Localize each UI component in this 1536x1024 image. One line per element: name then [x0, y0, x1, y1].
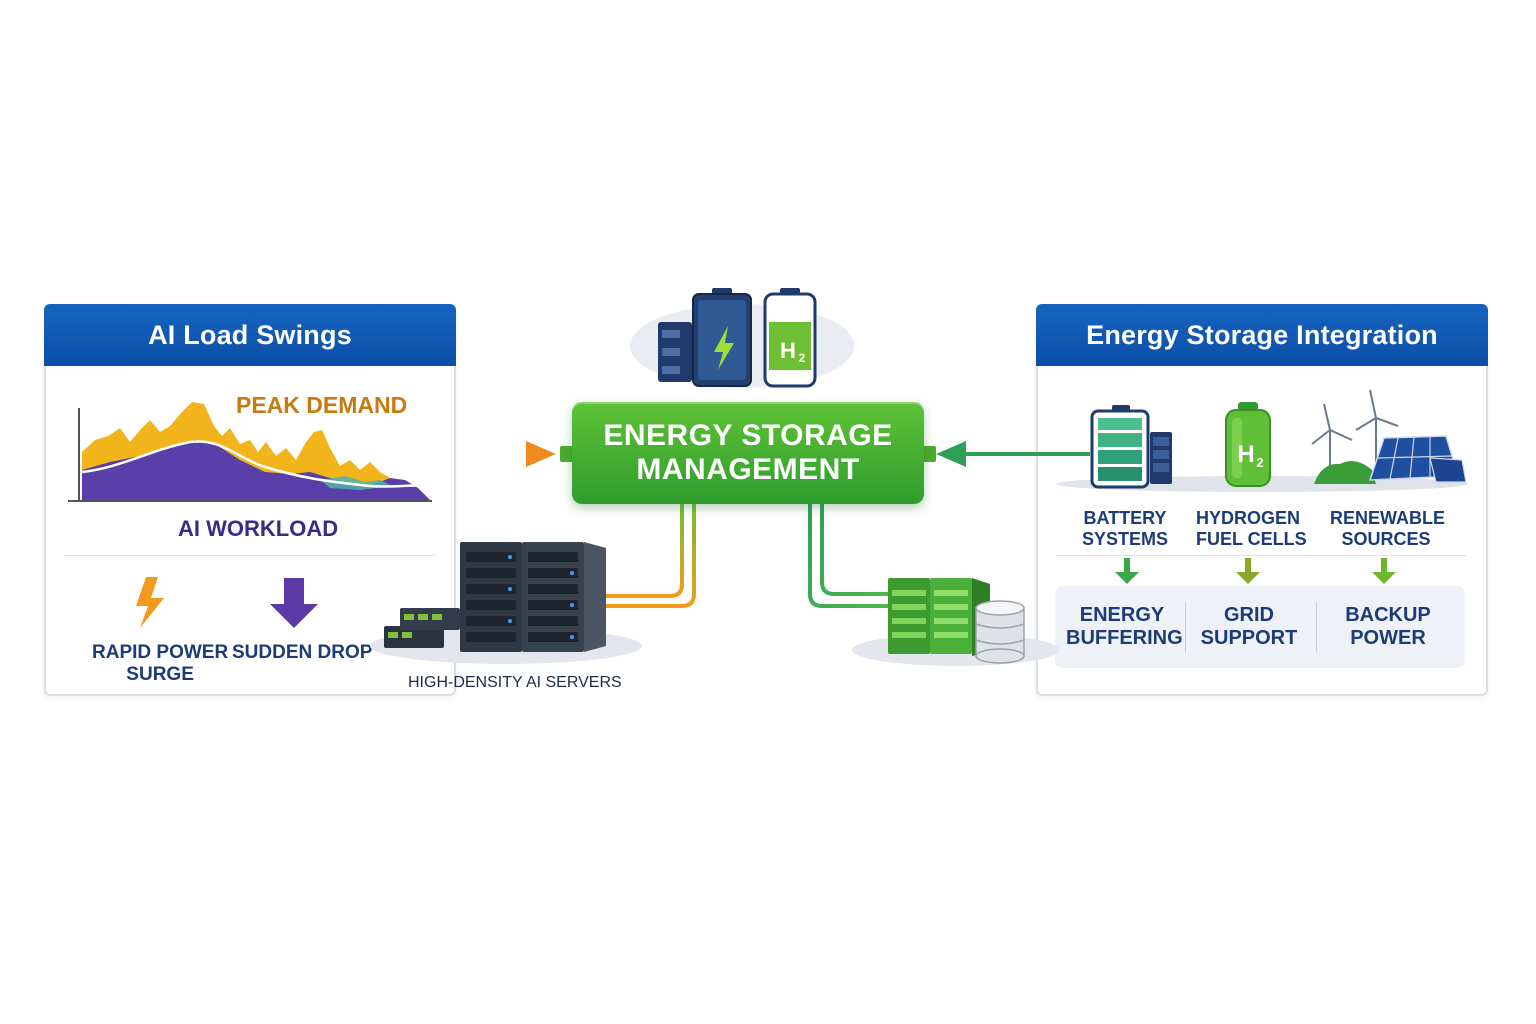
- ai-workload-label: AI WORKLOAD: [178, 516, 339, 541]
- battery-icon: [692, 288, 752, 387]
- outcome-divider: [1316, 602, 1317, 652]
- outcome-divider: [1185, 602, 1186, 652]
- svg-text:H: H: [780, 338, 796, 363]
- rapid-power-surge-label: RAPID POWER SURGE: [92, 642, 229, 685]
- top-icon-backdrop: [630, 304, 854, 388]
- outcomes-strip: [1055, 586, 1465, 668]
- renewable-sources-label: RENEWABLE SOURCES: [1330, 508, 1446, 549]
- battery-systems-label: BATTERY SYSTEMS: [1081, 508, 1169, 549]
- ai-load-swings-panel: AI Load Swings: [44, 304, 456, 696]
- storage-cabinet-icon: [888, 578, 990, 656]
- hydrogen-fuel-cells-label: HYDROGEN FUEL CELLS: [1196, 508, 1307, 549]
- backup-power-label: BACKUP POWER: [1345, 604, 1431, 649]
- energy-buffering-label: ENERGY BUFFERING: [1066, 604, 1183, 649]
- database-icon: [975, 600, 1025, 664]
- storage-ground: [852, 634, 1060, 666]
- right-storage-pipe: [808, 504, 892, 608]
- grid-support-label: GRID SUPPORT: [1200, 604, 1298, 649]
- ai-load-swings-title: AI Load Swings: [44, 304, 456, 366]
- right-divider: [1056, 555, 1466, 556]
- management-title-line2: MANAGEMENT: [636, 453, 860, 486]
- high-density-servers-label: HIGH-DENSITY AI SERVERS: [408, 674, 622, 691]
- sudden-drop-label: SUDDEN DROP: [232, 642, 373, 663]
- management-title-line1: ENERGY STORAGE: [603, 419, 893, 453]
- peak-demand-label: PEAK DEMAND: [236, 392, 408, 418]
- left-divider: [64, 555, 436, 556]
- hydrogen-tank-icon: H 2: [763, 288, 817, 388]
- energy-storage-management-box: ENERGY STORAGE MANAGEMENT: [572, 402, 924, 504]
- server-rack-icon: [658, 322, 692, 382]
- left-server-pipe: [606, 504, 696, 608]
- energy-storage-integration-title: Energy Storage Integration: [1036, 304, 1488, 366]
- svg-text:2: 2: [799, 351, 806, 365]
